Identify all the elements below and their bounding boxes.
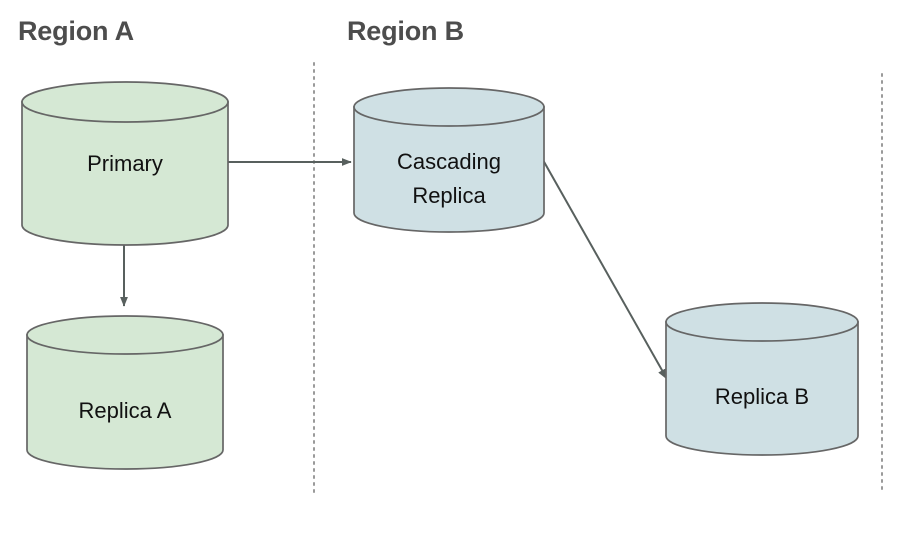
node-replica-a[interactable]: Replica A (26, 315, 224, 470)
replica-a-cylinder-body (26, 334, 224, 470)
edge-cascading-replica-to-replica-b (542, 159, 668, 380)
primary-cylinder-body (21, 101, 229, 246)
replica-b-label: Replica B (715, 384, 809, 409)
cascading-replica-label-line1: Cascading (397, 149, 501, 174)
region-label-a: Region A (18, 16, 134, 46)
replica-a-label: Replica A (79, 398, 172, 423)
primary-label: Primary (87, 151, 163, 176)
node-primary[interactable]: Primary (21, 81, 229, 246)
region-label-b: Region B (347, 16, 464, 46)
cascading-replica-label-line2: Replica (412, 183, 486, 208)
cascading-replica-cylinder-body (353, 106, 545, 233)
replica-b-cylinder-top (665, 302, 859, 342)
replica-a-cylinder-top (26, 315, 224, 355)
primary-cylinder-top (21, 81, 229, 123)
node-replica-b[interactable]: Replica B (665, 302, 859, 456)
replica-b-cylinder-body (665, 321, 859, 456)
node-cascading-replica[interactable]: Cascading Replica (353, 87, 545, 233)
cascading-replica-cylinder-top (353, 87, 545, 127)
